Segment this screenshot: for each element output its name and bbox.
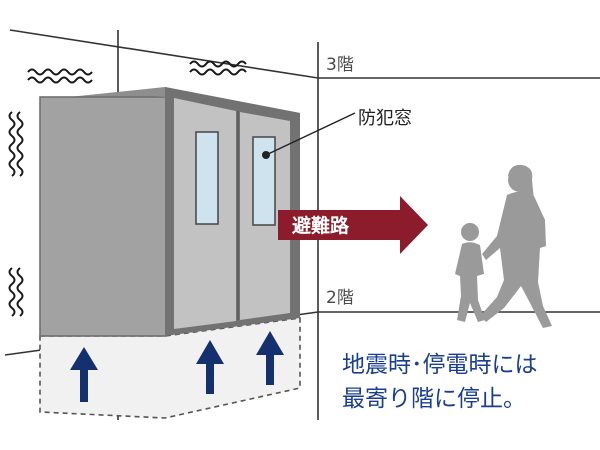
evacuation-route-arrow: [278, 196, 428, 254]
ceiling-line: [9, 29, 319, 79]
vibration-wave-icon: [16, 267, 24, 317]
cab-top: [40, 87, 300, 116]
vibration-wave-icon: [189, 68, 247, 76]
cab-side: [39, 96, 167, 337]
evacuation-route-label: 避難路: [292, 214, 350, 237]
vibration-wave-icon: [8, 111, 16, 177]
up-arrow-icon: [196, 340, 224, 394]
vibration-wave-icon: [27, 76, 93, 84]
elevator-cab: [39, 87, 300, 337]
adult-body: [480, 191, 552, 328]
vibration-wave-icon: [189, 60, 247, 68]
child-body: [455, 242, 485, 322]
up-arrow-icon: [256, 331, 284, 385]
caption-line-2: 最寄り階に停止。: [342, 386, 526, 412]
pedestrian-silhouette-icon: [455, 164, 552, 328]
vibration-wave-icon: [8, 267, 16, 317]
elevator-shaft-lower: [39, 317, 301, 419]
child-head: [461, 223, 479, 241]
vibration-wave-icon: [27, 68, 93, 76]
security-window-label: 防犯窓: [358, 108, 412, 129]
callout-dot: [262, 151, 270, 159]
vibration-wave-icon: [16, 111, 24, 177]
security-window-left: [195, 131, 219, 225]
floor-label-2f: 2階: [326, 288, 354, 308]
floor-label-3f: 3階: [326, 55, 354, 75]
up-arrow-icon: [70, 347, 98, 402]
adult-hair: [508, 164, 534, 200]
vibration-wave-icons: [8, 60, 247, 317]
up-arrow-icons: [70, 331, 284, 402]
caption-line-1: 地震時･停電時には: [342, 352, 538, 378]
callout-leader-line: [265, 112, 356, 156]
security-window-right: [252, 136, 276, 226]
